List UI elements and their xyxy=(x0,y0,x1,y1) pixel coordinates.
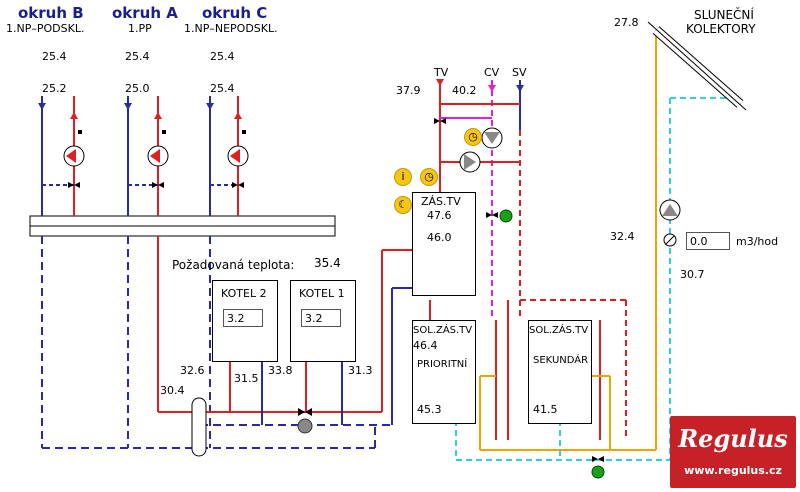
clock-icon-circulation[interactable]: ◷ xyxy=(464,128,482,146)
sol-sek-tank[interactable]: SOL.ZÁS.TV SEKUNDÁR 41.5 xyxy=(528,320,592,424)
dhw-temp-cv: 40.2 xyxy=(452,84,477,97)
solar-flow-unit: m3/hod xyxy=(736,235,779,248)
solar-collector-temp: 27.8 xyxy=(614,16,639,29)
solar-collector-panel xyxy=(647,21,747,111)
regulus-logo-title: Regulus xyxy=(678,424,788,453)
solar-loop xyxy=(455,30,741,479)
circuit-a-piping xyxy=(124,96,169,216)
circuit-b-temp-1: 25.4 xyxy=(42,50,67,63)
sol-prior-name: PRIORITNÍ xyxy=(417,359,468,370)
circuit-b-title: okruh B xyxy=(18,4,84,22)
sol-sek-label: SOL.ZÁS.TV xyxy=(529,325,589,336)
kotel-1-label: KOTEL 1 xyxy=(299,287,345,300)
kotel-2-value[interactable]: 3.2 xyxy=(223,309,263,327)
boiler-temp-33-8: 33.8 xyxy=(268,364,293,377)
solar-flow-value[interactable]: 0.0 xyxy=(686,232,730,250)
kotel-1-value[interactable]: 3.2 xyxy=(301,309,341,327)
dhw-temp-tv: 37.9 xyxy=(396,84,421,97)
regulus-logo-url: www.regulus.cz xyxy=(684,464,782,477)
circuit-b-piping xyxy=(38,96,85,216)
boiler-temp-30-4: 30.4 xyxy=(160,384,185,397)
zas-tv-temp-mid: 46.0 xyxy=(427,231,452,244)
required-temp-value: 35.4 xyxy=(314,256,341,270)
regulus-logo[interactable]: Regulus www.regulus.cz xyxy=(670,416,796,488)
sol-prior-temp-top: 46.4 xyxy=(413,339,438,352)
sol-sek-name: SEKUNDÁR xyxy=(533,355,589,366)
dhw-sv-label: SV xyxy=(512,66,527,79)
boiler-temp-31-5: 31.5 xyxy=(234,372,259,385)
distributor-bar-top xyxy=(29,215,336,227)
circuit-a-temp-1: 25.4 xyxy=(125,50,150,63)
hydraulic-separator xyxy=(191,397,207,457)
boiler-temp-32-6: 32.6 xyxy=(180,364,205,377)
boiler-piping xyxy=(229,360,343,434)
circuit-c-piping xyxy=(206,96,249,216)
dhw-cv-label: CV xyxy=(484,66,500,79)
required-temp-label: Požadovaná teplota: xyxy=(172,258,295,272)
kotel-2-box[interactable]: KOTEL 2 3.2 xyxy=(212,280,278,362)
sol-prior-tank[interactable]: SOL.ZÁS.TV 46.4 PRIORITNÍ 45.3 xyxy=(412,320,476,424)
circuit-c-title: okruh C xyxy=(202,4,268,22)
sol-prior-temp-bottom: 45.3 xyxy=(417,403,442,416)
circuit-a-temp-2: 25.0 xyxy=(125,82,150,95)
kotel-2-label: KOTEL 2 xyxy=(221,287,267,300)
circuit-a-subtitle: 1.PP xyxy=(128,22,152,35)
circuit-a-title: okruh A xyxy=(112,4,178,22)
zas-tv-temp-top: 47.6 xyxy=(427,209,452,222)
circuit-b-temp-2: 25.2 xyxy=(42,82,67,95)
dhw-piping xyxy=(434,79,524,320)
circuit-c-temp-2: 25.4 xyxy=(210,82,235,95)
zas-tv-tank[interactable]: ZÁS.TV 47.6 46.0 xyxy=(412,192,476,296)
moon-icon[interactable]: ☾ xyxy=(394,196,412,214)
sol-prior-label: SOL.ZÁS.TV xyxy=(413,325,473,336)
boiler-temp-31-3: 31.3 xyxy=(348,364,373,377)
circuit-b-subtitle: 1.NP–PODSKL. xyxy=(6,22,85,35)
info-icon[interactable]: i xyxy=(394,168,412,186)
circuit-c-temp-1: 25.4 xyxy=(210,50,235,63)
clock-icon[interactable]: ◷ xyxy=(420,168,438,186)
solar-tank-piping xyxy=(429,299,627,440)
zas-tv-label: ZÁS.TV xyxy=(421,195,461,208)
distributor-bar-bottom xyxy=(29,225,336,237)
solar-collectors-title-2: KOLEKTORY xyxy=(686,22,756,36)
solar-return-temp: 30.7 xyxy=(680,268,705,281)
kotel-1-box[interactable]: KOTEL 1 3.2 xyxy=(290,280,356,362)
solar-collectors-title-1: SLUNEČNÍ xyxy=(694,8,754,22)
circuit-c-subtitle: 1.NP–NEPODSKL. xyxy=(184,22,278,35)
sol-sek-temp-bottom: 41.5 xyxy=(533,403,558,416)
solar-flow-temp: 32.4 xyxy=(610,230,635,243)
dhw-tv-label: TV xyxy=(434,66,449,79)
